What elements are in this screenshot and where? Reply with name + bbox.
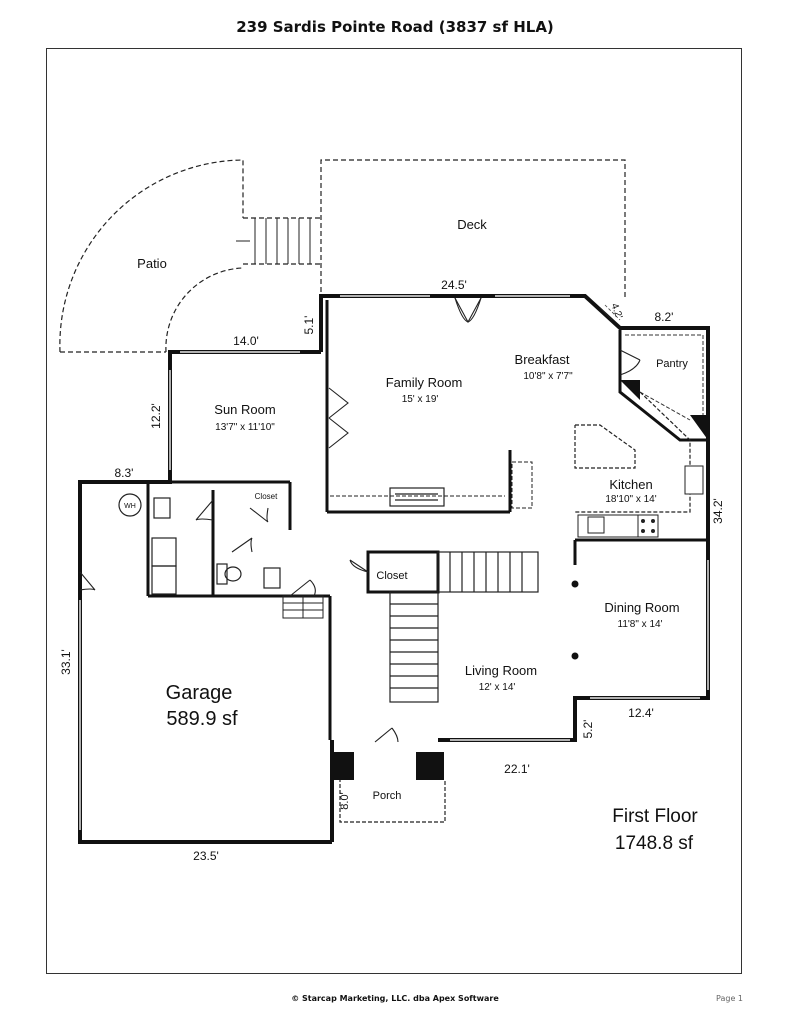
kitchen-sink — [684, 465, 704, 495]
deck-outline — [320, 159, 626, 298]
porch-outline — [339, 760, 446, 823]
copyright-footer: © Starcap Marketing, LLC. dba Apex Softw… — [291, 994, 499, 1003]
pantry-label: Pantry — [656, 358, 688, 370]
doors — [79, 297, 641, 743]
dim-8-0: 8.0' — [339, 792, 351, 809]
porch-column-east — [416, 752, 444, 780]
floor-name: First Floor — [612, 806, 698, 827]
deck-label: Deck — [457, 217, 487, 232]
sun-room-label: Sun Room — [214, 402, 275, 417]
window-lines — [79, 295, 709, 830]
wh-label: WH — [124, 503, 136, 510]
kitchen-label: Kitchen — [609, 477, 652, 492]
laundry-fixtures — [151, 497, 281, 595]
dim-8-2: 8.2' — [655, 310, 674, 324]
dishwasher — [587, 516, 605, 534]
pantry-column — [620, 380, 640, 400]
dim-34-2: 34.2' — [711, 498, 725, 524]
dim-8-3: 8.3' — [115, 466, 134, 480]
patio-label: Patio — [137, 256, 167, 271]
kitchen-column — [690, 415, 708, 440]
dining-room-dim: 11'8" x 14' — [618, 619, 663, 630]
porch-column-west — [332, 752, 354, 780]
family-room-label: Family Room — [386, 375, 463, 390]
garage-label: Garage — [166, 682, 233, 704]
living-room-label: Living Room — [465, 663, 537, 678]
breakfast-label: Breakfast — [515, 352, 570, 367]
porch-label: Porch — [373, 790, 402, 802]
breakfast-dim: 10'8" x 7'7" — [523, 371, 573, 382]
dim-24-5: 24.5' — [441, 278, 467, 292]
closet-label: Closet — [376, 570, 407, 582]
dimension-lines — [604, 304, 621, 321]
water-heater-symbol — [118, 493, 142, 517]
dining-room-label: Dining Room — [604, 600, 679, 615]
dim-5-2: 5.2' — [581, 720, 595, 739]
floor-area: 1748.8 sf — [615, 833, 694, 854]
dim-23-5: 23.5' — [193, 849, 219, 863]
dim-14-0: 14.0' — [233, 334, 259, 348]
fireplace — [389, 487, 445, 507]
dim-5-1: 5.1' — [302, 316, 316, 335]
pantry-shelves — [625, 334, 704, 421]
family-room-dim: 15' x 19' — [402, 394, 439, 405]
family-room-dashed — [330, 461, 533, 509]
living-room-dim: 12' x 14' — [479, 682, 516, 693]
dim-33-1: 33.1' — [59, 649, 73, 675]
closet-small-label: Closet — [255, 492, 278, 501]
garage-area: 589.9 sf — [166, 708, 238, 730]
sun-room-dim: 13'7" x 11'10" — [215, 422, 275, 433]
main-stairs — [389, 551, 539, 703]
dim-4-2: 4.2' — [608, 302, 624, 321]
drawing-frame — [46, 48, 742, 974]
stove — [637, 514, 659, 538]
dim-22-1: 22.1' — [504, 762, 530, 776]
page-number: Page 1 — [716, 994, 743, 1003]
interior-walls — [146, 300, 708, 740]
patio-steps — [236, 218, 311, 264]
dim-12-4: 12.4' — [628, 706, 654, 720]
patio-outline — [59, 159, 321, 353]
garage-steps — [282, 595, 324, 619]
page-title: 239 Sardis Pointe Road (3837 sf HLA) — [236, 18, 554, 36]
dining-columns — [571, 580, 579, 660]
kitchen-dim: 18'10" x 14' — [605, 494, 656, 505]
stove-burners — [641, 519, 655, 533]
dim-12-2: 12.2' — [149, 403, 163, 429]
